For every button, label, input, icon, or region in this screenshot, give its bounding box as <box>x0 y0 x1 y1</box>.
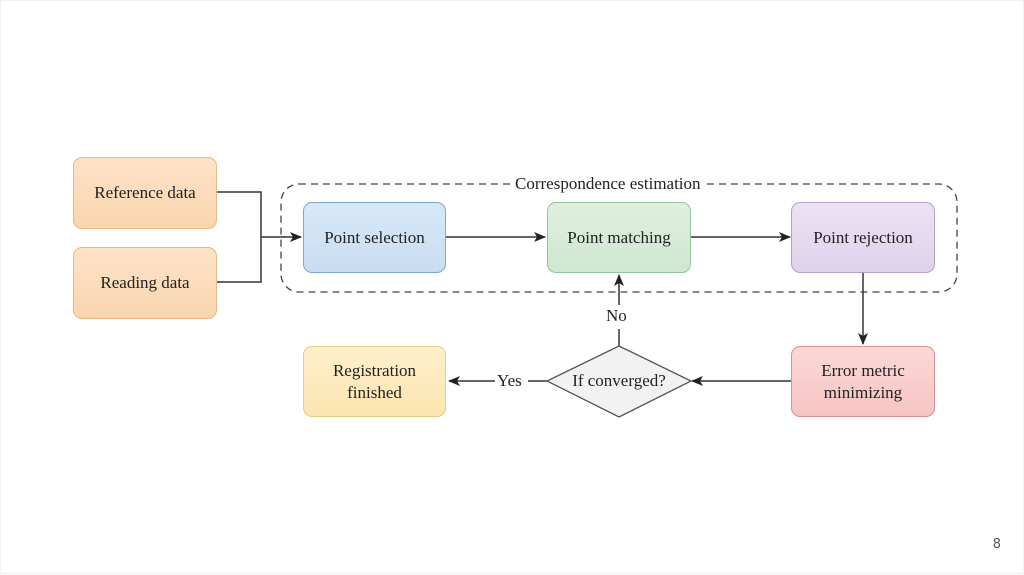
group-label: Correspondence estimation <box>511 174 705 194</box>
node-error-metric: Error metric minimizing <box>791 346 935 417</box>
node-point-rejection-label: Point rejection <box>813 227 913 247</box>
node-reference-data: Reference data <box>73 157 217 229</box>
node-error-metric-line1: Error metric <box>821 360 905 380</box>
node-error-metric-line2: minimizing <box>823 382 903 402</box>
page-number: 8 <box>992 537 1001 552</box>
node-point-selection: Point selection <box>303 202 446 273</box>
decision-diamond <box>545 345 693 418</box>
node-point-selection-label: Point selection <box>324 227 425 247</box>
node-registration-line1: Registration <box>332 360 417 380</box>
edge-label-no: No <box>604 306 629 326</box>
decision-label-box: If converged? <box>557 369 681 393</box>
node-point-rejection: Point rejection <box>791 202 935 273</box>
node-registration-line2: finished <box>347 382 402 402</box>
node-registration-finished: Registration finished <box>303 346 446 417</box>
edge-reference-merge <box>217 191 262 283</box>
node-point-matching-label: Point matching <box>567 227 671 247</box>
node-reference-data-label: Reference data <box>94 183 196 202</box>
edge-label-yes: Yes <box>495 371 524 391</box>
node-reading-data: Reading data <box>73 247 217 319</box>
node-reading-data-label: Reading data <box>100 273 190 292</box>
decision-label: If converged? <box>572 371 666 390</box>
node-point-matching: Point matching <box>547 202 691 273</box>
